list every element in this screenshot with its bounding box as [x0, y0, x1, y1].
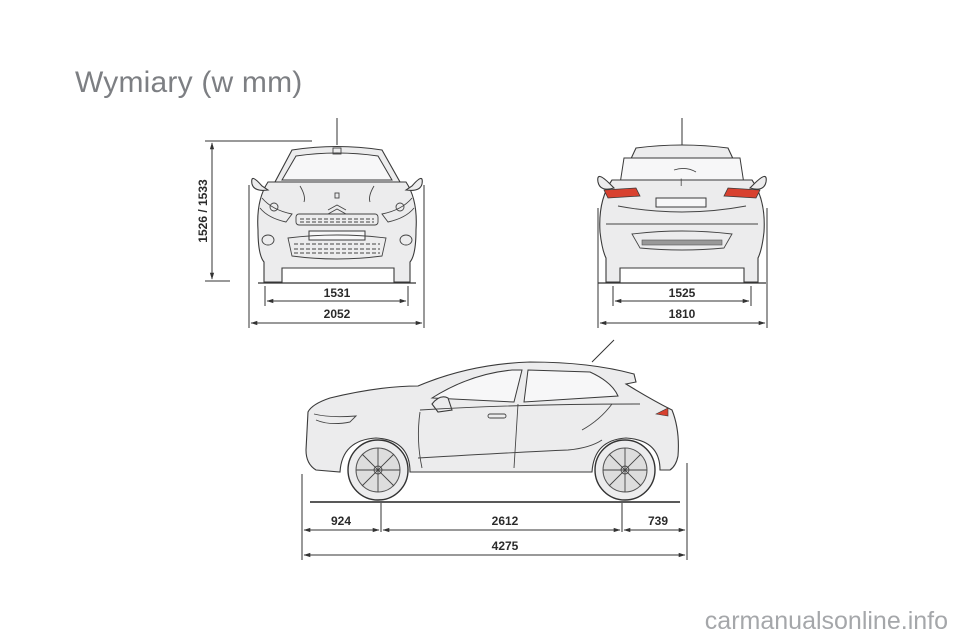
overall-length-dimension: 4275	[303, 539, 686, 558]
watermark: carmanualsonline.info	[704, 607, 948, 635]
front-width-dimension: 2052	[248, 185, 425, 328]
front-height-label: 1526 / 1533	[196, 179, 210, 243]
rear-track-label: 1525	[669, 286, 696, 300]
rear-track-dimension: 1525	[612, 286, 752, 306]
wheelbase-dimension: 2612	[382, 514, 621, 533]
side-view-car	[305, 339, 680, 503]
front-track-dimension: 1531	[264, 286, 409, 306]
front-height-dimension: 1526 / 1533	[196, 140, 312, 282]
rear-view-car: ꟾ	[597, 118, 767, 284]
front-overhang-dimension: 924	[303, 514, 380, 533]
rear-overhang-dimension: 739	[623, 514, 686, 533]
rear-width-dimension: 1810	[597, 208, 768, 328]
front-overhang-label: 924	[331, 514, 351, 528]
front-width-label: 2052	[324, 307, 351, 321]
side-extension-lines	[301, 463, 688, 560]
svg-text:ꟾ: ꟾ	[680, 178, 682, 188]
rear-overhang-label: 739	[648, 514, 668, 528]
page-title: Wymiary (w mm)	[75, 66, 303, 99]
overall-length-label: 4275	[492, 539, 519, 553]
wheelbase-label: 2612	[492, 514, 519, 528]
rear-width-label: 1810	[669, 307, 696, 321]
front-track-label: 1531	[324, 286, 351, 300]
front-view-car	[251, 118, 423, 284]
